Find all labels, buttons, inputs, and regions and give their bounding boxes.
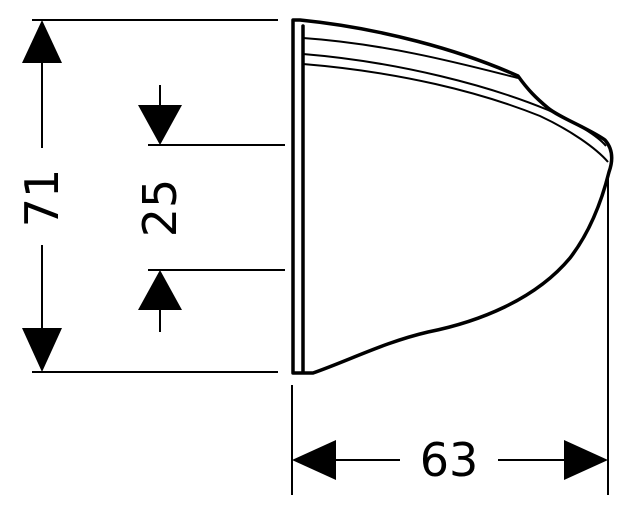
dimension-offset: 25 bbox=[133, 85, 285, 332]
dimension-height: 71 bbox=[15, 19, 278, 373]
arrow-up-icon bbox=[138, 270, 182, 310]
offset-label: 25 bbox=[133, 179, 187, 238]
dimension-width: 63 bbox=[291, 178, 609, 495]
arrow-down-icon bbox=[138, 105, 182, 145]
arrow-up-icon bbox=[22, 20, 62, 63]
profile-outline bbox=[291, 18, 614, 375]
profile-top-band-3 bbox=[302, 63, 609, 163]
profile-top-band-1 bbox=[302, 37, 519, 79]
profile-top-band-2 bbox=[302, 53, 607, 147]
width-label: 63 bbox=[420, 433, 479, 487]
height-label: 71 bbox=[15, 169, 69, 228]
arrow-right-icon bbox=[564, 440, 608, 480]
arrow-left-icon bbox=[292, 440, 336, 480]
holder-profile bbox=[291, 18, 614, 375]
arrow-down-icon bbox=[22, 328, 62, 372]
